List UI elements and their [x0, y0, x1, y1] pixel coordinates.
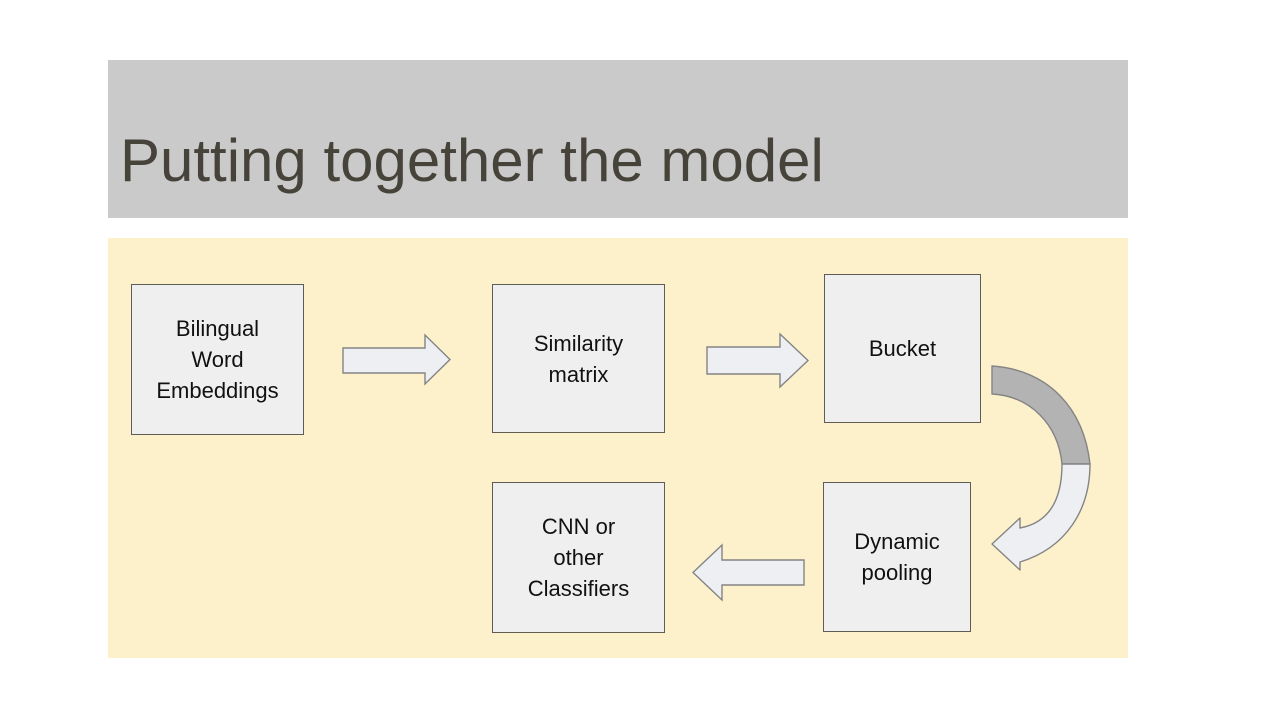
block-arrow-left	[691, 543, 805, 602]
block-arrow-right-1	[342, 333, 452, 386]
slide-title: Putting together the model	[120, 127, 824, 194]
flow-node-dynamic-pooling: Dynamic pooling	[823, 482, 971, 632]
block-arrow-right-2	[706, 332, 810, 389]
curved-arrow-lower-band-and-head	[991, 463, 1091, 571]
flow-node-label: Dynamic pooling	[854, 529, 940, 585]
curved-arrow-upper-band	[991, 365, 1091, 465]
flow-node-bucket: Bucket	[824, 274, 981, 423]
flow-node-label: CNN or other Classifiers	[527, 514, 630, 601]
flow-node-cnn-or-other-classifiers: CNN or other Classifiers	[492, 482, 665, 633]
slide-title-bar: Putting together the model	[108, 60, 1128, 218]
flow-node-label: Bucket	[868, 336, 937, 361]
flow-node-bilingual-word-embeddings: Bilingual Word Embeddings	[131, 284, 304, 435]
flow-node-label: Similarity matrix	[533, 330, 624, 387]
flow-node-label: Bilingual Word Embeddings	[156, 316, 279, 403]
flow-node-similarity-matrix: Similarity matrix	[492, 284, 665, 433]
diagram-panel: Bilingual Word Embeddings Similarity mat…	[108, 238, 1128, 658]
